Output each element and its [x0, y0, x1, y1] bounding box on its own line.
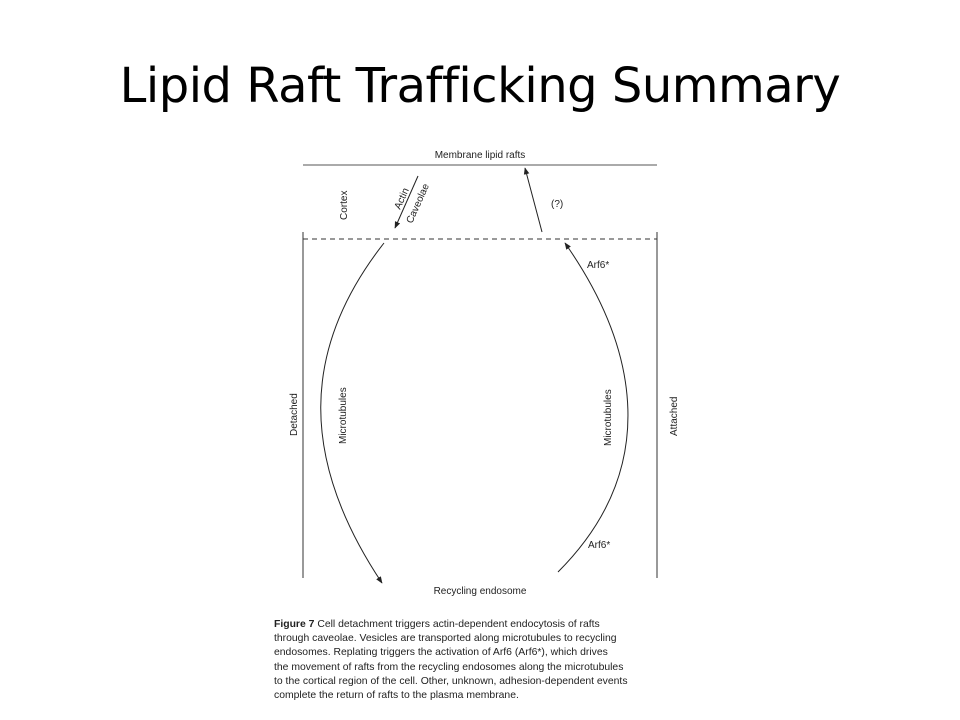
detached-label: Detached	[289, 393, 300, 436]
caption-line: complete the return of rafts to the plas…	[274, 690, 519, 702]
attached-label: Attached	[669, 397, 680, 436]
caption-line: Cell detachment triggers actin-dependent…	[317, 619, 600, 630]
right-microtubules-label: Microtubules	[603, 389, 614, 446]
caption-line: through caveolae. Vesicles are transport…	[274, 633, 617, 645]
left-microtubule-path	[320, 242, 385, 584]
slide-title: Lipid Raft Trafficking Summary	[119, 58, 841, 114]
caveolae-label: Caveolae	[405, 182, 432, 225]
return-arrow	[523, 167, 543, 233]
question-label: (?)	[551, 199, 563, 210]
cortex-label: Cortex	[339, 191, 350, 220]
right-microtubule-path	[557, 242, 629, 573]
left-microtubules-label: Microtubules	[338, 387, 349, 444]
membrane-lipid-rafts-label: Membrane lipid rafts	[435, 150, 526, 161]
caption-line: to the cortical region of the cell. Othe…	[274, 675, 628, 687]
arf6-bottom-label: Arf6*	[588, 540, 610, 551]
arf6-top-label: Arf6*	[587, 260, 609, 271]
endocytosis-arrow	[394, 175, 419, 229]
recycling-endosome-label: Recycling endosome	[434, 586, 527, 597]
figure-label: Figure 7	[274, 619, 315, 630]
figure-caption: Figure 7 Cell detachment triggers actin-…	[274, 618, 724, 703]
caption-line: the movement of rafts from the recycling…	[274, 661, 624, 673]
actin-label: Actin	[393, 186, 412, 211]
caption-line: endosomes. Replating triggers the activa…	[274, 647, 608, 659]
